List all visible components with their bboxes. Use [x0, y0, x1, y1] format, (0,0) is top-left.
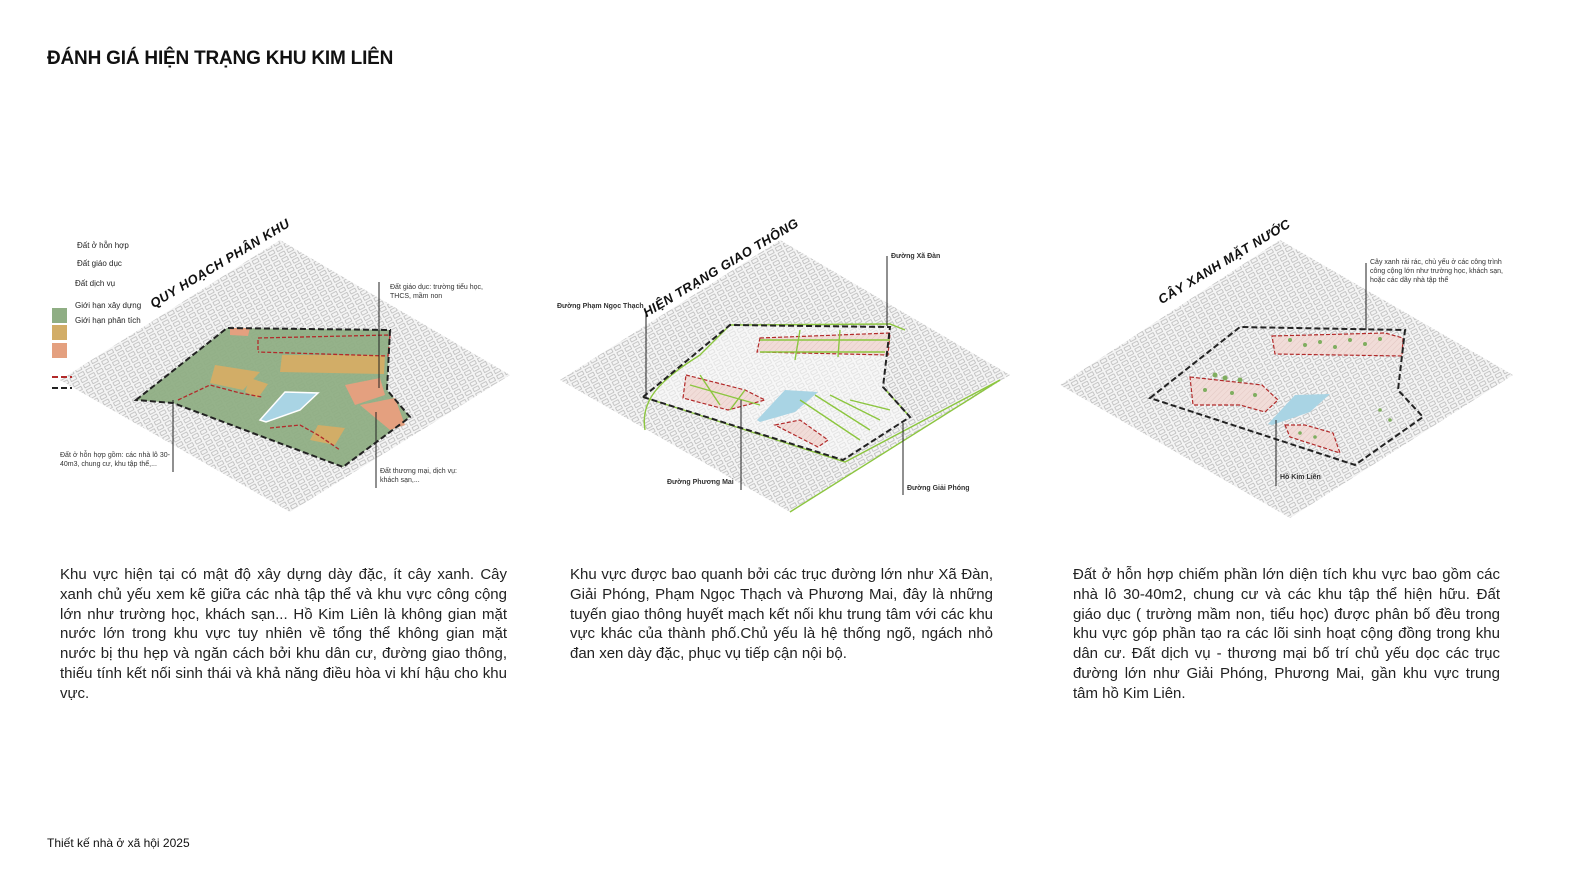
road-network	[642, 323, 1001, 513]
build-limit-boundary	[133, 326, 412, 469]
education-area	[245, 378, 268, 398]
annotation-commerce: Đất thương mại, dịch vụ: khách sạn,...	[380, 468, 457, 484]
tree-markers	[1203, 337, 1392, 439]
lake	[757, 390, 818, 422]
paragraph-traffic: Khu vực được bao quanh bởi các trục đườn…	[570, 566, 993, 663]
footer-text: Thiết kế nhà ở xã hội 2025	[47, 836, 190, 850]
legend-analysis-limit-label: Giới hạn phân tích	[75, 316, 141, 325]
service-area	[360, 398, 405, 430]
build-limit-boundary	[1147, 325, 1425, 467]
label-ho-kim-lien: Hồ Kim Liên	[1280, 474, 1321, 481]
label-phuong-mai: Đường Phương Mai	[667, 479, 734, 486]
label-giai-phong: Đường Giải Phóng	[907, 485, 970, 492]
legend-swatch-education	[52, 325, 67, 340]
page-title: ĐÁNH GIÁ HIỆN TRẠNG KHU KIM LIÊN	[47, 48, 394, 69]
lake	[258, 391, 320, 423]
legend-education-label: Đất giáo dục	[77, 259, 122, 268]
service-area	[345, 378, 385, 405]
paragraph-greenery-water: Khu vực hiện tại có mật độ xây dựng dày …	[60, 566, 507, 702]
education-area	[280, 355, 385, 374]
legend-mixed-label: Đất ở hỗn hợp	[77, 241, 129, 250]
education-area	[210, 365, 260, 390]
service-area	[230, 328, 250, 336]
study-block	[773, 419, 830, 448]
annotation-mixed: Đất ở hỗn hợp gồm: các nhà lô 30-40m3, c…	[60, 452, 170, 468]
study-block	[1271, 332, 1404, 357]
education-area	[310, 425, 345, 445]
legend-swatch-mixed	[52, 308, 67, 323]
map-greenery	[1060, 240, 1513, 518]
label-xa-dan: Đường Xã Đàn	[891, 253, 941, 260]
legend-swatch-service	[52, 343, 67, 358]
study-block	[756, 332, 891, 356]
map-zoning	[60, 240, 510, 512]
lake	[1268, 394, 1330, 425]
map-traffic	[560, 240, 1010, 513]
build-limit-boundary	[640, 323, 912, 462]
legend-service-label: Đất dịch vụ	[75, 279, 116, 288]
study-block	[1189, 376, 1279, 413]
annotation-education: Đất giáo dục: trường tiểu học, THCS, mầm…	[390, 284, 483, 300]
paragraph-land-use: Đất ở hỗn hợp chiếm phần lớn diện tích k…	[1073, 566, 1500, 702]
annotation-trees: Cây xanh rải rác, chủ yếu ở các công trì…	[1370, 259, 1503, 284]
legend-build-limit-label: Giới hạn xây dựng	[75, 301, 142, 310]
map-base	[1060, 240, 1513, 518]
label-pham-ngoc-thach: Đường Phạm Ngọc Thạch	[557, 303, 644, 310]
